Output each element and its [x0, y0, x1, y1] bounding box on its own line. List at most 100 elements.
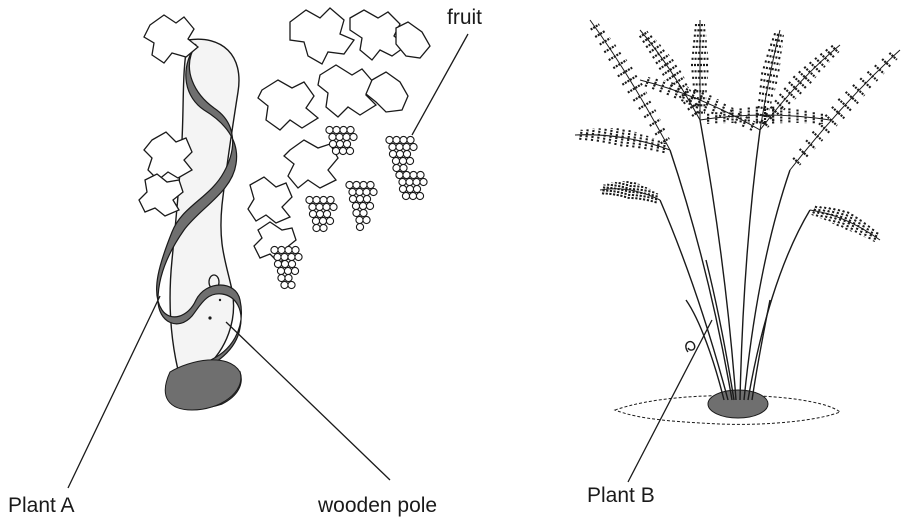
plant-b-illustration — [575, 20, 900, 424]
frond-rachis — [790, 50, 900, 170]
grape — [396, 171, 403, 178]
grape — [350, 133, 357, 140]
fiddlehead — [686, 342, 695, 352]
grape — [271, 246, 278, 253]
grape — [278, 246, 285, 253]
grape — [409, 192, 416, 199]
frond-pinna — [735, 112, 740, 123]
grape — [288, 253, 295, 260]
fern-fronds — [575, 20, 900, 242]
grape — [330, 203, 337, 210]
grape — [407, 136, 414, 143]
grape — [319, 217, 326, 224]
grape — [332, 147, 339, 154]
plant-a-illustration — [139, 8, 430, 410]
frond-pinna — [767, 56, 781, 59]
grape — [399, 185, 406, 192]
grape — [292, 246, 299, 253]
grape — [403, 171, 410, 178]
frond-pinna — [855, 220, 861, 233]
grape — [353, 181, 360, 188]
grape — [281, 260, 288, 267]
grape — [356, 195, 363, 202]
frond-pinna — [639, 134, 641, 148]
grape — [306, 196, 313, 203]
grape — [406, 157, 413, 164]
frond-pinna — [614, 182, 616, 195]
grape — [400, 136, 407, 143]
frond-pinna — [646, 40, 656, 47]
fern-stalks — [660, 120, 810, 400]
grape — [309, 210, 316, 217]
grape — [329, 133, 336, 140]
grape — [367, 181, 374, 188]
grape — [284, 267, 291, 274]
frond-pinna — [650, 119, 661, 125]
grape — [353, 209, 360, 216]
frond-pinna — [610, 183, 612, 195]
grape — [393, 136, 400, 143]
grape — [360, 209, 367, 216]
grape — [352, 202, 359, 209]
grape — [396, 143, 403, 150]
label-fruit: fruit — [447, 7, 482, 28]
frond-pinna — [758, 100, 771, 103]
grape — [281, 253, 288, 260]
frond-pinna — [829, 208, 835, 221]
grape — [389, 143, 396, 150]
grape — [316, 203, 323, 210]
frond-pinna — [838, 99, 851, 111]
grape — [410, 143, 417, 150]
grape — [403, 143, 410, 150]
grape — [274, 253, 281, 260]
grape — [281, 281, 288, 288]
frond-pinna — [780, 94, 791, 104]
grape — [291, 267, 298, 274]
grape — [336, 133, 343, 140]
fern-base — [708, 390, 768, 418]
frond-pinna — [653, 50, 665, 58]
frond-pinna — [775, 100, 785, 109]
frond-pinna — [770, 107, 779, 115]
grape — [313, 224, 320, 231]
vine-base — [165, 360, 241, 410]
leader-wooden-pole — [226, 322, 390, 480]
grape — [343, 140, 350, 147]
grape — [363, 216, 370, 223]
frond-pinna — [825, 115, 837, 126]
grape — [403, 150, 410, 157]
frond-pinna — [758, 107, 770, 109]
grape — [349, 188, 356, 195]
grape — [402, 192, 409, 199]
grape — [343, 133, 350, 140]
grape — [399, 178, 406, 185]
frond-pinna — [649, 45, 660, 52]
grape — [356, 188, 363, 195]
frond-pinna — [592, 129, 594, 141]
grape — [285, 246, 292, 253]
grape — [413, 185, 420, 192]
grape — [323, 210, 330, 217]
grape — [339, 147, 346, 154]
frond-pinna — [618, 182, 620, 196]
label-plant-a: Plant A — [8, 495, 75, 516]
grape — [359, 202, 366, 209]
frond-pinna — [806, 140, 815, 148]
frond-pinna — [651, 138, 653, 150]
frond-pinna — [604, 128, 606, 142]
grape — [309, 203, 316, 210]
grape — [356, 216, 363, 223]
grape — [386, 136, 393, 143]
frond-pinna — [609, 52, 621, 60]
grape — [313, 196, 320, 203]
grape — [346, 147, 353, 154]
frond-pinna — [639, 101, 651, 109]
frond-pinna — [648, 189, 650, 201]
label-plant-b: Plant B — [587, 485, 655, 506]
grape — [420, 178, 427, 185]
grape — [274, 260, 281, 267]
grape — [392, 157, 399, 164]
grape — [340, 126, 347, 133]
grape — [326, 126, 333, 133]
